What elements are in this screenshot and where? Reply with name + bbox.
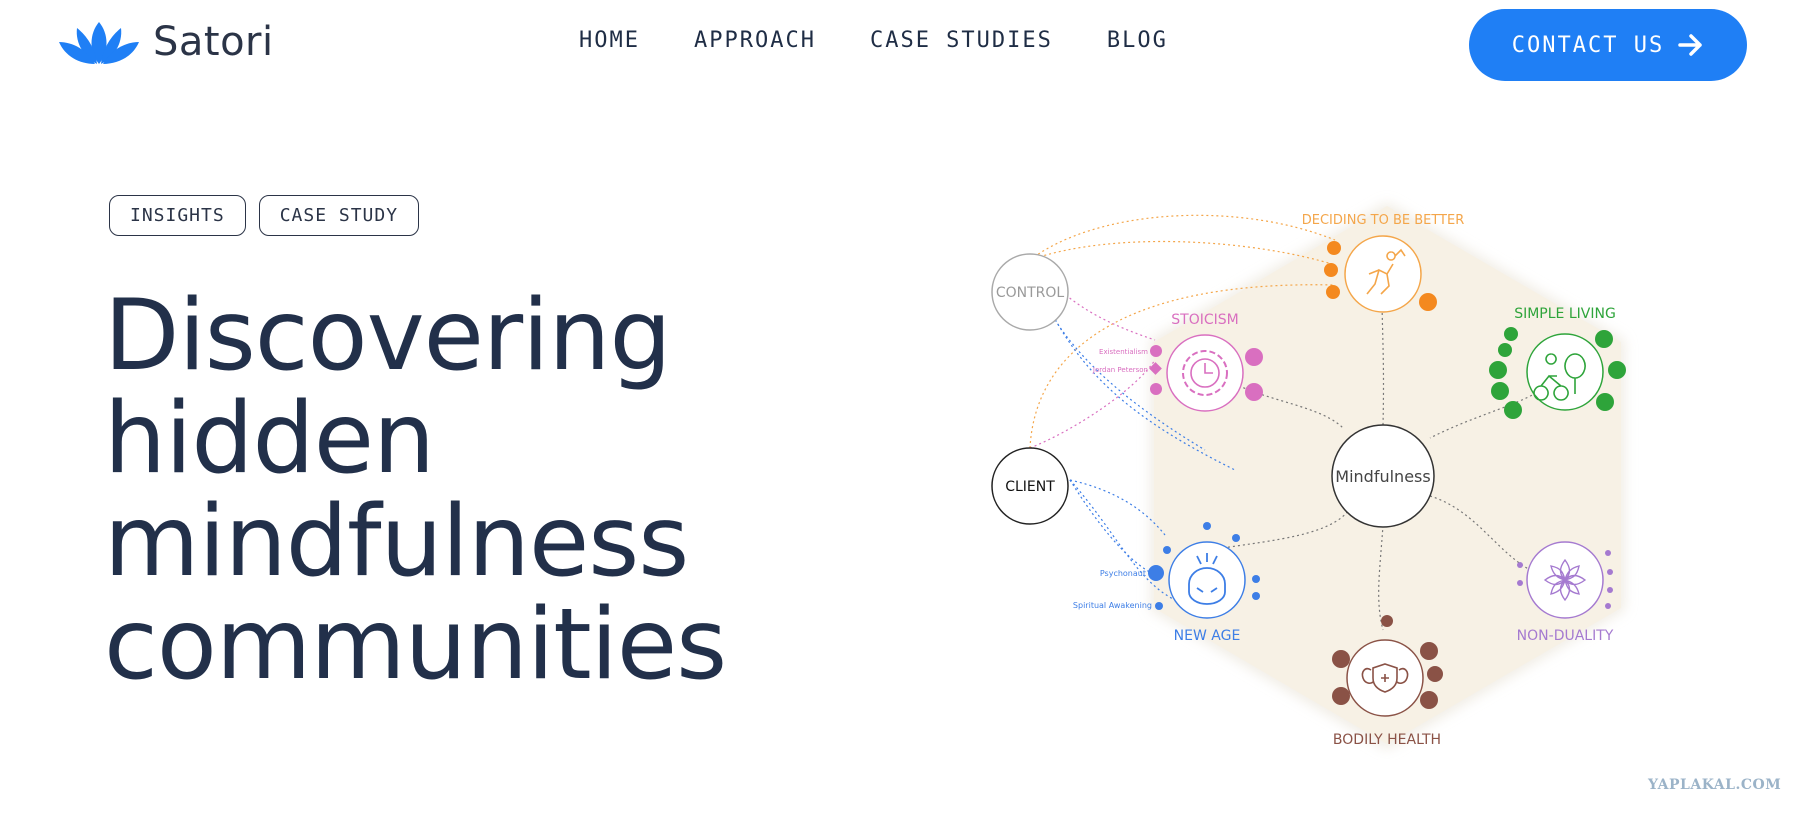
nav-blog[interactable]: BLOG (1106, 28, 1168, 53)
pink-dot (1150, 383, 1162, 395)
brand-logo[interactable]: Satori (59, 18, 274, 66)
simple-living-node (1526, 333, 1604, 411)
bodily-health-label: BODILY HEALTH (1333, 732, 1441, 748)
orange-dot (1324, 263, 1338, 277)
control-label: CONTROL (996, 285, 1065, 301)
simple-living-label: SIMPLE LIVING (1514, 306, 1616, 322)
nav-case-studies[interactable]: CASE STUDIES (869, 28, 1053, 53)
psychonaut-label: Psychonaut (1100, 569, 1146, 578)
purple-dot (1607, 587, 1613, 593)
mindfulness-label: Mindfulness (1335, 467, 1430, 486)
headline-line: mindfulness (104, 485, 689, 599)
green-dot (1596, 393, 1614, 411)
mindfulness-node (1331, 424, 1435, 528)
headline-line: hidden (104, 382, 435, 496)
purple-dot (1607, 569, 1613, 575)
green-dot (1489, 361, 1507, 379)
purple-dot (1517, 562, 1523, 568)
green-dot (1498, 343, 1512, 357)
tag-insights[interactable]: INSIGHTS (109, 195, 246, 236)
control-node (991, 253, 1069, 331)
brown-dot (1420, 691, 1438, 709)
bicycle-tree-icon (1533, 353, 1586, 401)
spiritual-awakening-label: Spiritual Awakening (1073, 601, 1152, 610)
new-age-node (1168, 541, 1246, 619)
pink-dot (1245, 348, 1263, 366)
blue-dot (1203, 522, 1211, 530)
green-dot (1608, 361, 1626, 379)
orange-dot (1327, 241, 1341, 255)
site-header: Satori HOME APPROACH CASE STUDIES BLOG C… (0, 0, 1805, 92)
lotus-logo-icon (59, 22, 139, 64)
orange-dot (1419, 293, 1437, 311)
flower-icon (1543, 558, 1587, 602)
meditating-head-icon (1188, 553, 1226, 605)
purple-dot (1605, 550, 1611, 556)
brown-dot (1332, 687, 1350, 705)
existentialism-label: Existentialism (1099, 348, 1148, 356)
client-label: CLIENT (1005, 479, 1055, 495)
green-dot (1595, 330, 1613, 348)
new-age-label: NEW AGE (1174, 628, 1241, 644)
non-duality-label: NON-DUALITY (1517, 628, 1614, 644)
contact-us-label: CONTACT US (1511, 32, 1665, 58)
pink-dot (1245, 383, 1263, 401)
deciding-node (1344, 235, 1422, 313)
main-nav: HOME APPROACH CASE STUDIES BLOG (579, 28, 1168, 53)
blue-dot (1252, 575, 1260, 583)
blue-dot (1163, 546, 1171, 554)
headline-line: Discovering (104, 279, 672, 393)
contact-us-button[interactable]: CONTACT US (1469, 9, 1747, 81)
shield-muscle-icon (1361, 663, 1409, 693)
blue-dot (1232, 534, 1240, 542)
headline-line: communities (104, 588, 727, 702)
jordan-peterson-label: Jordan Peterson (1092, 366, 1148, 374)
green-dot (1504, 327, 1518, 341)
clock-icon (1190, 358, 1220, 388)
blue-dot (1155, 602, 1163, 610)
orange-dot (1326, 285, 1340, 299)
tag-case-study[interactable]: CASE STUDY (258, 195, 420, 236)
green-dot (1491, 382, 1509, 400)
blue-dot (1252, 592, 1260, 600)
nav-home[interactable]: HOME (579, 28, 640, 53)
brown-dot (1381, 615, 1393, 627)
brown-dot (1332, 650, 1350, 668)
brown-dot (1427, 666, 1443, 682)
brown-dot (1420, 642, 1438, 660)
pink-dot (1150, 345, 1162, 357)
tag-list: INSIGHTS CASE STUDY (109, 195, 420, 236)
gear-icon (1182, 350, 1228, 396)
watermark: YAPLAKAL.COM (1648, 777, 1782, 793)
stoicism-label: STOICISM (1171, 312, 1238, 328)
deciding-label: DECIDING TO BE BETTER (1302, 213, 1465, 228)
client-node (991, 447, 1069, 525)
hero-headline: Discovering hidden mindfulness communiti… (104, 285, 784, 697)
blue-dot (1148, 565, 1164, 581)
brand-name: Satori (153, 19, 274, 65)
nav-approach[interactable]: APPROACH (693, 28, 816, 53)
purple-dot (1605, 603, 1611, 609)
arrow-right-icon (1678, 34, 1702, 56)
purple-dot (1517, 580, 1523, 586)
mindfulness-community-diagram: CONTROL CLIENT Mindfulness DECIDING TO B… (991, 202, 1626, 750)
climbing-person-icon (1366, 248, 1406, 295)
green-dot (1504, 401, 1522, 419)
